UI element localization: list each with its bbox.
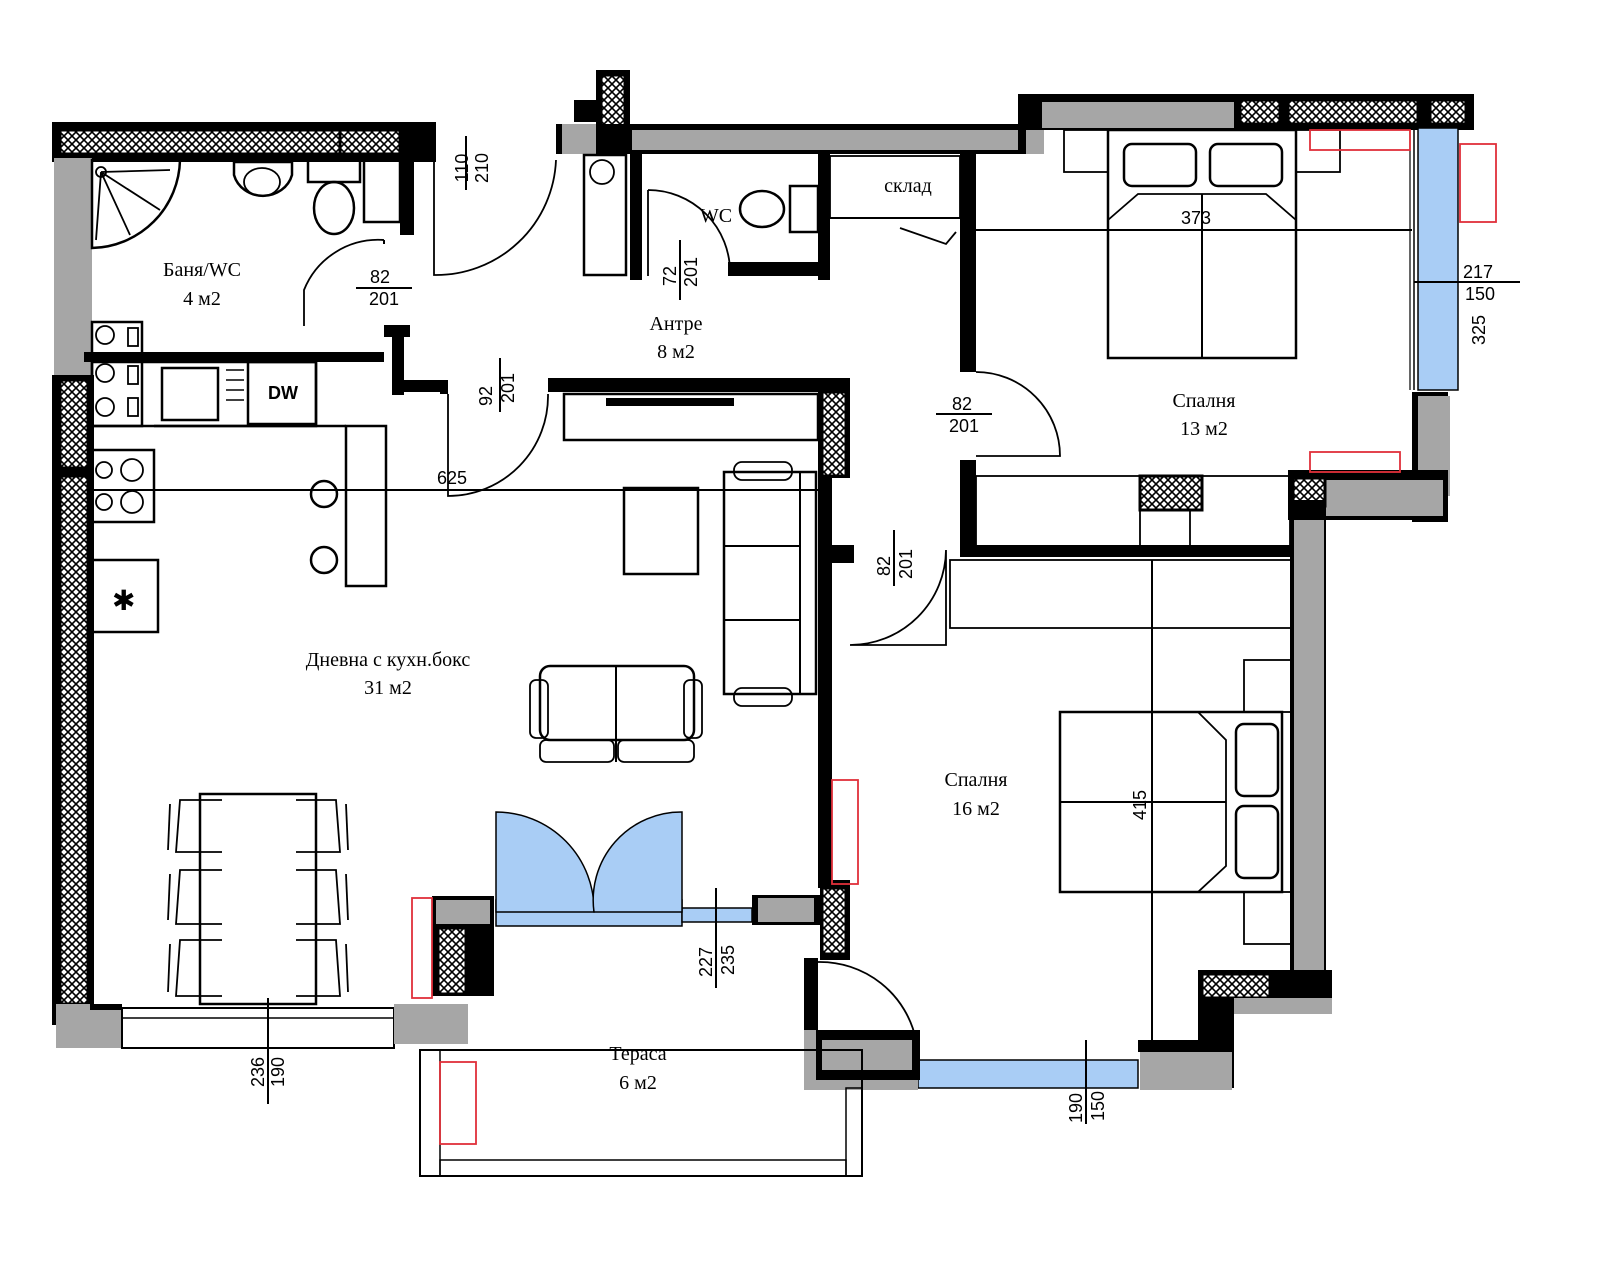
dim-bath-door-a: 82	[370, 267, 390, 287]
dim-bed13-window-b: 150	[1465, 284, 1495, 304]
room-name-bedroom16: Спалня	[945, 769, 1008, 791]
room-name-storage: склад	[884, 175, 932, 197]
dim-bath-window-a: 110	[452, 154, 472, 183]
dim-living-window-a: 236	[248, 1057, 268, 1087]
dim-wc-door-a: 72	[660, 266, 680, 286]
fridge-icon: ✱	[112, 584, 135, 617]
dim-terrace-door-b: 235	[718, 945, 738, 975]
wc-and-storage	[582, 153, 961, 277]
dim-bed13-window-a: 217	[1463, 262, 1493, 282]
dim-living-window-b: 190	[268, 1057, 288, 1087]
room-area-terrace: 6 м2	[619, 1072, 657, 1094]
dim-wc-door-b: 201	[681, 257, 701, 287]
dim-living-door-a: 92	[476, 386, 496, 406]
dw-label: DW	[268, 383, 298, 403]
room-name-bedroom13: Спалня	[1173, 390, 1236, 412]
dim-bed16-window-b: 150	[1088, 1091, 1108, 1121]
room-area-bedroom16: 16 м2	[952, 798, 1000, 820]
bedroom-furniture	[949, 128, 1341, 945]
dim-bath-window-b: 210	[472, 153, 492, 183]
living-furniture	[167, 392, 820, 1006]
dimension-labels: 110 210 82 201 72 201 92 201 82 201 82 2…	[248, 153, 1495, 1123]
dimension-lines	[92, 136, 1520, 1124]
room-area-bedroom13: 13 м2	[1180, 418, 1228, 440]
dim-bed13-width: 373	[1181, 208, 1211, 228]
radiators	[411, 129, 1497, 1145]
room-name-wc: WC	[700, 205, 732, 227]
room-name-terrace: Тераса	[609, 1043, 666, 1065]
dim-bed16-window-a: 190	[1066, 1093, 1086, 1123]
dim-bed16-door-a: 82	[874, 556, 894, 576]
kitchen: DW ✱	[90, 320, 388, 634]
dim-bed13-height: 325	[1469, 315, 1489, 345]
room-area-living: 31 м2	[364, 677, 412, 699]
dim-bath-door-b: 201	[369, 289, 399, 309]
dim-living-width: 625	[437, 468, 467, 488]
dim-living-door-b: 201	[498, 373, 518, 403]
walls	[52, 70, 1474, 1177]
doors	[303, 128, 1415, 1041]
room-area-hall: 8 м2	[657, 341, 695, 363]
room-name-hall: Антре	[649, 313, 702, 335]
dim-bed13-door-a: 82	[952, 394, 972, 414]
room-area-bath: 4 м2	[183, 288, 221, 310]
room-name-bath: Баня/WC	[163, 259, 241, 281]
dim-bed13-door-b: 201	[949, 416, 979, 436]
dim-bed16-length: 415	[1130, 790, 1150, 820]
dim-bed16-door-b: 201	[896, 549, 916, 579]
dim-terrace-door-a: 227	[696, 947, 716, 977]
bathroom-fixtures	[90, 158, 402, 250]
room-labels: Баня/WC 4 м2 Антре 8 м2 WC склад Спалня …	[163, 175, 1236, 1094]
room-name-living: Дневна с кухн.бокс	[306, 649, 471, 671]
